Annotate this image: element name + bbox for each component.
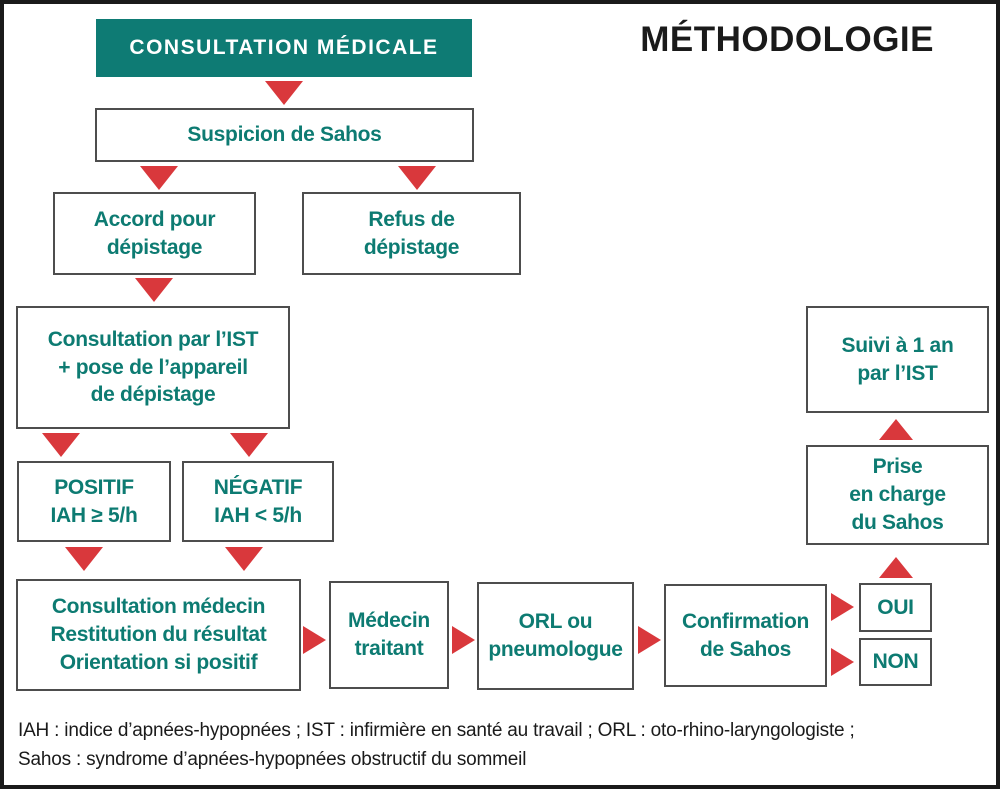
node-prise-en-charge: Prise en charge du Sahos <box>806 445 989 545</box>
footnote-line: IAH : indice d’apnées-hypopnées ; IST : … <box>18 720 855 741</box>
arrow-consultation-to-suspicion-icon <box>265 81 303 105</box>
node-text-line: Restitution du résultat <box>50 623 267 647</box>
node-negatif: NÉGATIF IAH < 5/h <box>182 461 334 542</box>
arrow-confirmation-to-non-icon <box>831 648 854 676</box>
arrow-ist-to-negatif-icon <box>230 433 268 457</box>
arrow-oui-to-prise-en-charge-icon <box>879 557 913 578</box>
arrow-consultation-medecin-to-medecin-traitant-icon <box>303 626 326 654</box>
node-text-line: Confirmation <box>681 609 810 633</box>
node-text-line: du Sahos <box>851 510 944 534</box>
node-text-line: traitant <box>354 637 424 660</box>
arrow-prise-en-charge-to-suivi-icon <box>879 419 913 440</box>
node-confirmation-sahos: Confirmation de Sahos <box>664 584 827 687</box>
node-oui: OUI <box>859 583 932 632</box>
node-consultation-ist: Consultation par l’IST + pose de l’appar… <box>16 306 290 429</box>
node-medecin-traitant: Médecin traitant <box>329 581 449 689</box>
node-text-line: Accord pour <box>93 207 216 231</box>
node-text-line: CONSULTATION MÉDICALE <box>129 36 439 60</box>
node-text-line: NON <box>872 650 919 674</box>
arrow-suspicion-to-refus-icon <box>398 166 436 190</box>
node-text-line: dépistage <box>363 235 460 259</box>
node-text-line: Consultation par l’IST <box>47 327 259 351</box>
footnote-line: Sahos : syndrome d’apnées-hypopnées obst… <box>18 749 527 770</box>
node-text-line: OUI <box>877 595 914 619</box>
node-positif: POSITIF IAH ≥ 5/h <box>17 461 171 542</box>
arrow-medecin-traitant-to-orl-icon <box>452 626 475 654</box>
node-text-line: Refus de <box>368 207 455 231</box>
arrow-suspicion-to-accord-icon <box>140 166 178 190</box>
arrow-negatif-to-consultation-medecin-icon <box>225 547 263 571</box>
node-text-line: IAH < 5/h <box>214 503 302 527</box>
node-consultation-medicale: CONSULTATION MÉDICALE <box>96 19 472 77</box>
node-suspicion-sahos: Suspicion de Sahos <box>95 108 474 162</box>
node-text-line: pneumologue <box>488 638 623 661</box>
node-text-line: dépistage <box>106 235 203 259</box>
node-text-line: Prise <box>872 455 923 479</box>
node-text-line: de dépistage <box>90 383 216 407</box>
node-text-line: Orientation si positif <box>59 650 258 674</box>
node-text-line: ORL ou <box>518 610 593 634</box>
node-text-line: NÉGATIF <box>213 475 303 499</box>
arrow-accord-to-ist-icon <box>135 278 173 302</box>
node-accord-depistage: Accord pour dépistage <box>53 192 256 275</box>
node-text-line: Médecin <box>348 609 430 633</box>
arrow-orl-to-confirmation-icon <box>638 626 661 654</box>
node-text-line: Consultation médecin <box>51 595 266 619</box>
arrow-ist-to-positif-icon <box>42 433 80 457</box>
node-refus-depistage: Refus de dépistage <box>302 192 521 275</box>
page-title: MÉTHODOLOGIE <box>640 20 934 59</box>
arrow-positif-to-consultation-medecin-icon <box>65 547 103 571</box>
node-text-line: IAH ≥ 5/h <box>50 503 138 527</box>
node-text-line: + pose de l’appareil <box>58 355 248 379</box>
footnote: IAH : indice d’apnées-hypopnées ; IST : … <box>18 716 990 774</box>
node-text-line: de Sahos <box>700 637 791 661</box>
node-consultation-medecin: Consultation médecin Restitution du résu… <box>16 579 301 691</box>
node-text-line: Suspicion de Sahos <box>187 123 382 147</box>
node-text-line: en charge <box>849 483 946 507</box>
node-suivi-1-an: Suivi à 1 an par l’IST <box>806 306 989 413</box>
node-text-line: Suivi à 1 an <box>841 333 954 357</box>
node-non: NON <box>859 638 932 686</box>
arrow-confirmation-to-oui-icon <box>831 593 854 621</box>
node-orl-pneumologue: ORL ou pneumologue <box>477 582 634 690</box>
node-text-line: POSITIF <box>54 475 134 499</box>
node-text-line: par l’IST <box>857 361 938 385</box>
